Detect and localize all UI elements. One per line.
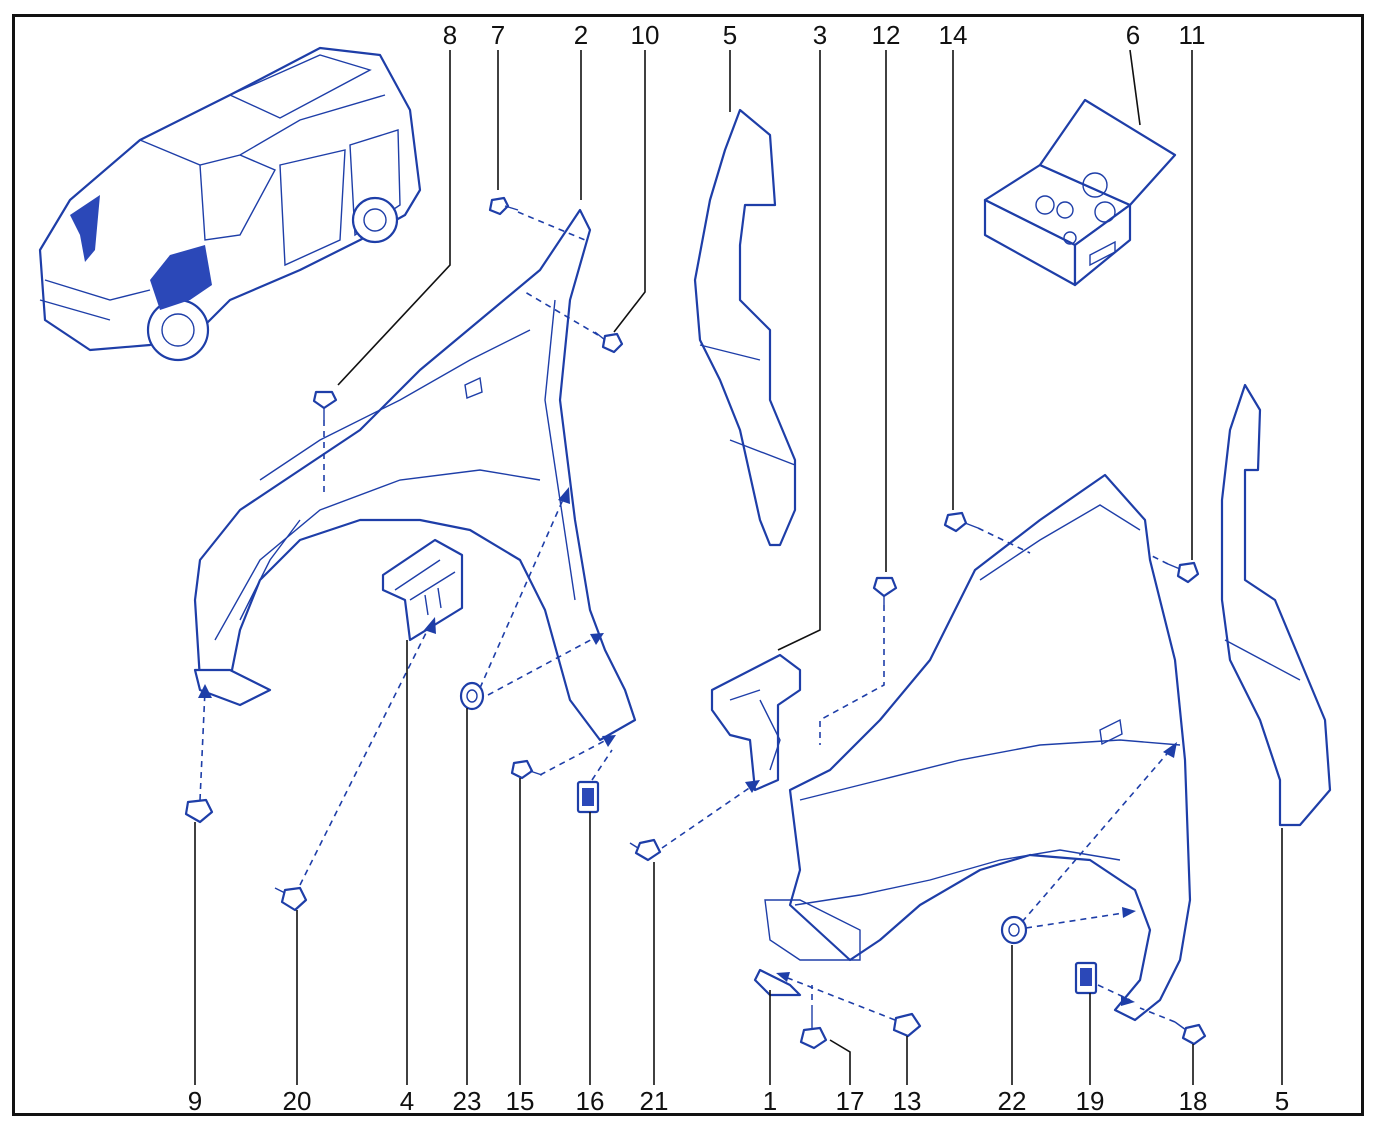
callout-7: 7 [491,20,505,50]
callout-14: 14 [939,20,968,50]
grommet-23 [459,681,485,711]
bolt-11 [1167,561,1200,584]
fasteners [184,196,1207,1050]
leader-lines [194,49,1283,1085]
callout-3: 3 [813,20,827,50]
callout-6: 6 [1126,20,1140,50]
callout-17: 17 [836,1086,865,1116]
bolt-8 [312,390,338,420]
right-fender [753,473,1192,1022]
callout-19: 19 [1076,1086,1105,1116]
bolt-17 [799,1005,828,1050]
vehicle-overview [38,46,422,362]
callout-12: 12 [872,20,901,50]
callout-2: 2 [574,20,588,50]
callout-8: 8 [443,20,457,50]
callout-22: 22 [998,1086,1027,1116]
bolt-12 [872,576,898,605]
callout-11: 11 [1179,20,1206,50]
callout-18: 18 [1179,1086,1208,1116]
bracket-3 [710,653,802,792]
clip-16 [576,780,600,814]
callout-16: 16 [576,1086,605,1116]
bolt-14 [943,511,979,533]
bolt-7 [488,196,519,216]
bolt-18 [1174,1021,1207,1046]
callout-13: 13 [893,1086,922,1116]
callout-23: 23 [453,1086,482,1116]
clip-19 [1074,961,1098,995]
bolt-15 [510,759,543,780]
bracket-4 [381,538,464,642]
diagram-frame [12,14,1364,1116]
callout-9: 9 [188,1086,202,1116]
grommet-22 [1000,915,1028,945]
wheel-arch-liner-5b [1220,383,1332,827]
callout-10: 10 [631,20,660,50]
callout-20: 20 [283,1086,312,1116]
callout-5-bottom: 5 [1275,1086,1289,1116]
callout-labels: 8 7 2 10 5 3 12 14 6 11 9 20 4 23 15 16 … [188,20,1289,1116]
callout-21: 21 [640,1086,669,1116]
callout-4: 4 [400,1086,414,1116]
wheel-arch-liner-5a [693,108,797,547]
parts-box-6 [983,98,1177,287]
left-fender [193,208,637,742]
callout-1: 1 [763,1086,777,1116]
callout-5-top: 5 [723,20,737,50]
assembly-lines [198,211,1177,1023]
bolt-10 [594,331,624,354]
callout-15: 15 [506,1086,535,1116]
bolt-9 [184,798,214,824]
bolt-21 [629,838,662,862]
bolt-20 [274,886,308,912]
bolt-13 [892,1012,922,1038]
